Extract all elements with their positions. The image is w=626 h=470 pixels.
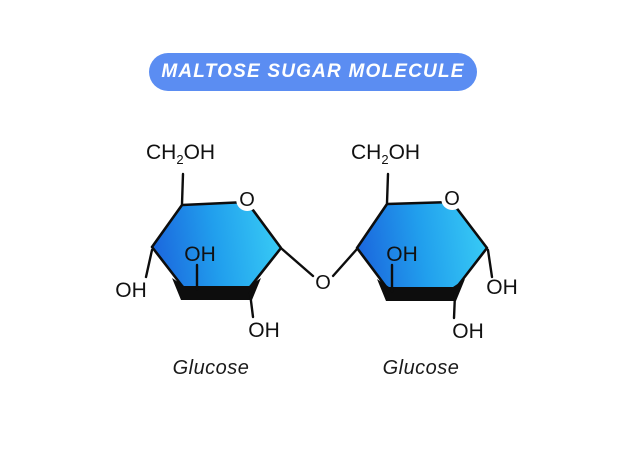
left-glucose-front-edge (172, 278, 261, 300)
left-inner-oh-label: OH (184, 243, 216, 266)
right-ring-oxygen-label: O (441, 188, 463, 210)
left-ch2oh-subscript: 2 (176, 152, 184, 167)
right-inner-oh-label: OH (386, 243, 418, 266)
left-bottom-oh-label: OH (248, 319, 280, 342)
left-glucose-name: Glucose (172, 357, 250, 379)
left-bottom-oh-bond (248, 291, 255, 319)
right-side-oh-label: OH (486, 276, 518, 299)
right-ch2oh-prefix: CH (351, 141, 382, 164)
left-side-oh-bond (144, 248, 154, 279)
right-ch2oh-bond (385, 172, 390, 205)
left-glucose-ring (150, 200, 283, 293)
glycosidic-bond-right (331, 247, 359, 278)
left-ch2oh-prefix: CH (146, 141, 177, 164)
right-bottom-oh-label: OH (452, 320, 484, 343)
right-bottom-oh-bond (452, 292, 457, 320)
left-ch2oh-suffix: OH (183, 141, 216, 164)
right-ch2oh-suffix: OH (388, 141, 421, 164)
title-banner: MALTOSE SUGAR MOLECULE (149, 53, 477, 91)
right-ch2oh-subscript: 2 (381, 152, 389, 167)
right-glucose-front-edge (377, 279, 465, 301)
left-ch2oh-label: CH2OH (146, 141, 216, 167)
page-title: MALTOSE SUGAR MOLECULE (161, 61, 465, 82)
right-glucose-ring (355, 200, 489, 294)
left-ring-oxygen-label: O (236, 189, 258, 211)
right-glucose-name: Glucose (382, 357, 460, 379)
glycosidic-bond-left (280, 247, 315, 278)
right-ch2oh-label: CH2OH (351, 141, 421, 167)
left-side-oh-label: OH (115, 279, 147, 302)
right-side-oh-bond (486, 248, 494, 279)
left-ch2oh-bond (180, 172, 185, 206)
bridge-oxygen-label: O (312, 272, 334, 294)
